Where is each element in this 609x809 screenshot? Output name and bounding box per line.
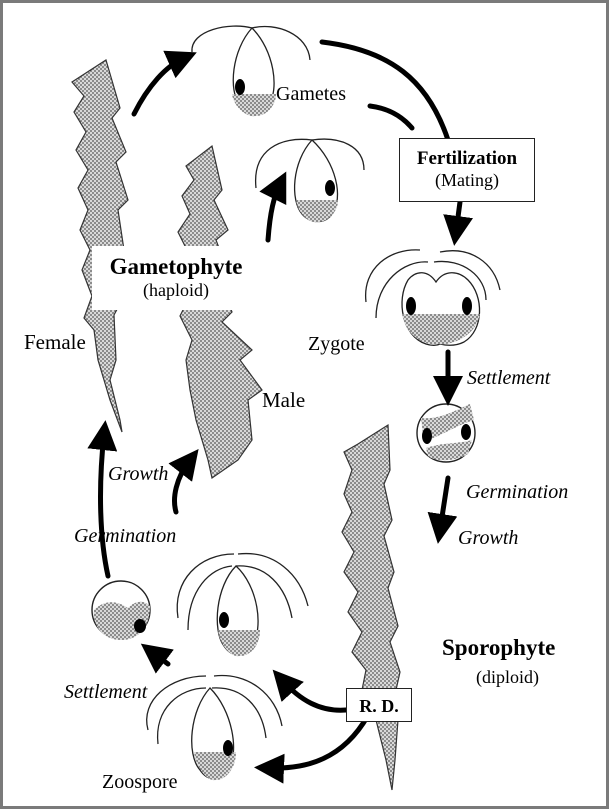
gametophyte-label-box: Gametophyte (haploid) [92,246,260,310]
arrow-fertilization-to-zygote [456,202,460,232]
gametes-label: Gametes [276,84,346,104]
fertilization-box: Fertilization (Mating) [399,138,535,202]
rd-box: R. D. [346,688,412,722]
settlement-right-label: Settlement [467,368,550,388]
settled-zoospore [92,581,150,640]
gametophyte-title: Gametophyte [92,246,260,279]
settled-zygote [417,404,475,462]
fertilization-subtitle: (Mating) [400,170,534,192]
germination-left-label: Germination [74,526,176,546]
zoospore-lower [147,676,282,781]
arrow-male-to-gamete [268,184,280,240]
female-label: Female [24,332,86,353]
zygote-cell [366,250,500,346]
male-gametophyte-blade [178,146,262,478]
zoospore-upper [177,554,308,657]
gametophyte-subtitle: (haploid) [92,279,260,302]
male-label: Male [262,390,305,411]
arrow-rd-to-upper-zoospore [282,680,346,710]
arrow-female-to-gamete [134,58,184,114]
sporophyte-subtitle: (diploid) [476,668,539,686]
arrow-male-gamete-to-fertilization [370,106,412,128]
arrow-settled-to-female [101,434,108,576]
zoospore-label: Zoospore [102,772,178,792]
settlement-left-label: Settlement [64,682,147,702]
sporophyte-title: Sporophyte [442,636,555,659]
fertilization-title: Fertilization [400,149,534,170]
germination-right-label: Germination [466,482,568,502]
growth-right-label: Growth [458,528,518,548]
zygote-label: Zygote [308,334,365,354]
growth-left-label: Growth [108,464,168,484]
arrow-growth-to-male [175,460,190,512]
arrow-germination-growth [440,478,448,530]
arrow-zoospore-to-settled [152,652,168,664]
